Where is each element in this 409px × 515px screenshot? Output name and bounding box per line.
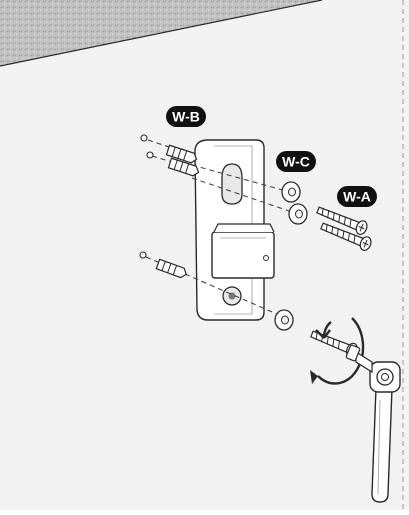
drill-hole (141, 135, 147, 141)
callout-w-c-label: W-C (282, 154, 310, 170)
callout-w-c: W-C (276, 151, 316, 172)
upper-slot (222, 164, 242, 204)
washer (282, 182, 300, 202)
callout-w-a: W-A (337, 186, 377, 207)
callout-w-b: W-B (166, 106, 206, 127)
drill-hole (147, 152, 153, 158)
mounting-bracket (195, 140, 274, 320)
hook-block (212, 232, 274, 278)
washer (289, 204, 307, 224)
callout-w-a-label: W-A (343, 189, 371, 205)
drill-hole (140, 252, 146, 258)
callout-w-b-label: W-B (172, 109, 200, 125)
washer (275, 310, 293, 330)
